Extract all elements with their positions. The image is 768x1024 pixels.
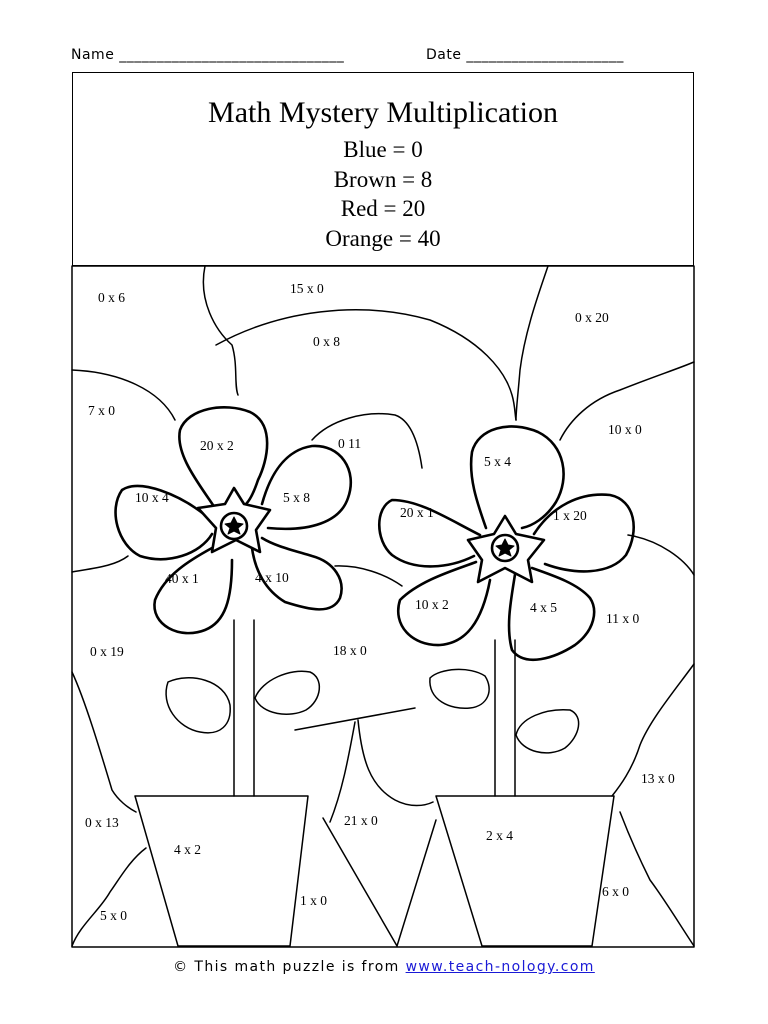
region-label: 21 x 0 [344, 813, 378, 828]
picture-frame [71, 265, 695, 948]
color-legend: Blue = 0 Brown = 8 Red = 20 Orange = 40 [73, 135, 693, 253]
region-label: 20 x 1 [400, 505, 434, 520]
right-leaf-2 [515, 709, 580, 754]
left-stem [233, 619, 255, 797]
legend-blue: Blue = 0 [343, 137, 423, 162]
name-field[interactable]: Name ______________________________ [71, 47, 345, 63]
page-title: Math Mystery Multiplication [208, 96, 558, 129]
region-label: 1 x 0 [300, 893, 327, 908]
region-label: 2 x 4 [486, 828, 513, 843]
region-label: 10 x 0 [608, 422, 642, 437]
region-label: 11 x 0 [606, 611, 639, 626]
region-label: 4 x 2 [174, 842, 201, 857]
legend-red: Red = 20 [340, 196, 426, 221]
region-label: 7 x 0 [88, 403, 115, 418]
region-label: 18 x 0 [333, 643, 367, 658]
region-boundaries [71, 265, 695, 947]
right-leaf-1 [429, 668, 490, 709]
legend-orange: Orange = 40 [325, 225, 441, 251]
region-label: 0 x 19 [90, 644, 124, 659]
footer-link[interactable]: www.teach-nology.com [405, 959, 595, 975]
legend-brown: Brown = 8 [333, 166, 433, 192]
region-label: 5 x 8 [283, 490, 310, 505]
region-label: 13 x 0 [641, 771, 675, 786]
footer-text: © This math puzzle is from [173, 959, 406, 975]
region-label: 15 x 0 [290, 281, 324, 296]
region-label: 0 x 20 [575, 310, 609, 325]
left-flower-pot [134, 795, 309, 947]
left-leaf-1 [165, 677, 231, 734]
region-label: 0 11 [338, 436, 361, 451]
region-label: 0 x 13 [85, 815, 119, 830]
region-label: 4 x 10 [255, 570, 289, 585]
region-label: 10 x 2 [415, 597, 449, 612]
region-label: 20 x 2 [200, 438, 234, 453]
region-label: 5 x 4 [484, 454, 511, 469]
region-label: 40 x 1 [165, 571, 199, 586]
region-label: 10 x 4 [135, 490, 169, 505]
region-label: 4 x 5 [530, 600, 557, 615]
region-label: 5 x 0 [100, 908, 127, 923]
right-flower [378, 425, 635, 661]
date-field[interactable]: Date _____________________ [426, 47, 624, 63]
left-leaf-2 [254, 670, 320, 715]
region-label: 0 x 6 [98, 290, 125, 305]
left-flower [114, 406, 353, 635]
title-box: Math Mystery Multiplication Blue = 0 Bro… [72, 72, 694, 266]
right-stem [494, 639, 516, 797]
footer-credit: © This math puzzle is from www.teach-nol… [0, 959, 768, 975]
region-label: 1 x 20 [553, 508, 587, 523]
region-label: 0 x 8 [313, 334, 340, 349]
region-label: 6 x 0 [602, 884, 629, 899]
right-flower-pot [435, 795, 615, 947]
region-labels: 0 x 6 15 x 0 0 x 20 0 x 8 7 x 0 10 x 0 2… [85, 281, 675, 923]
